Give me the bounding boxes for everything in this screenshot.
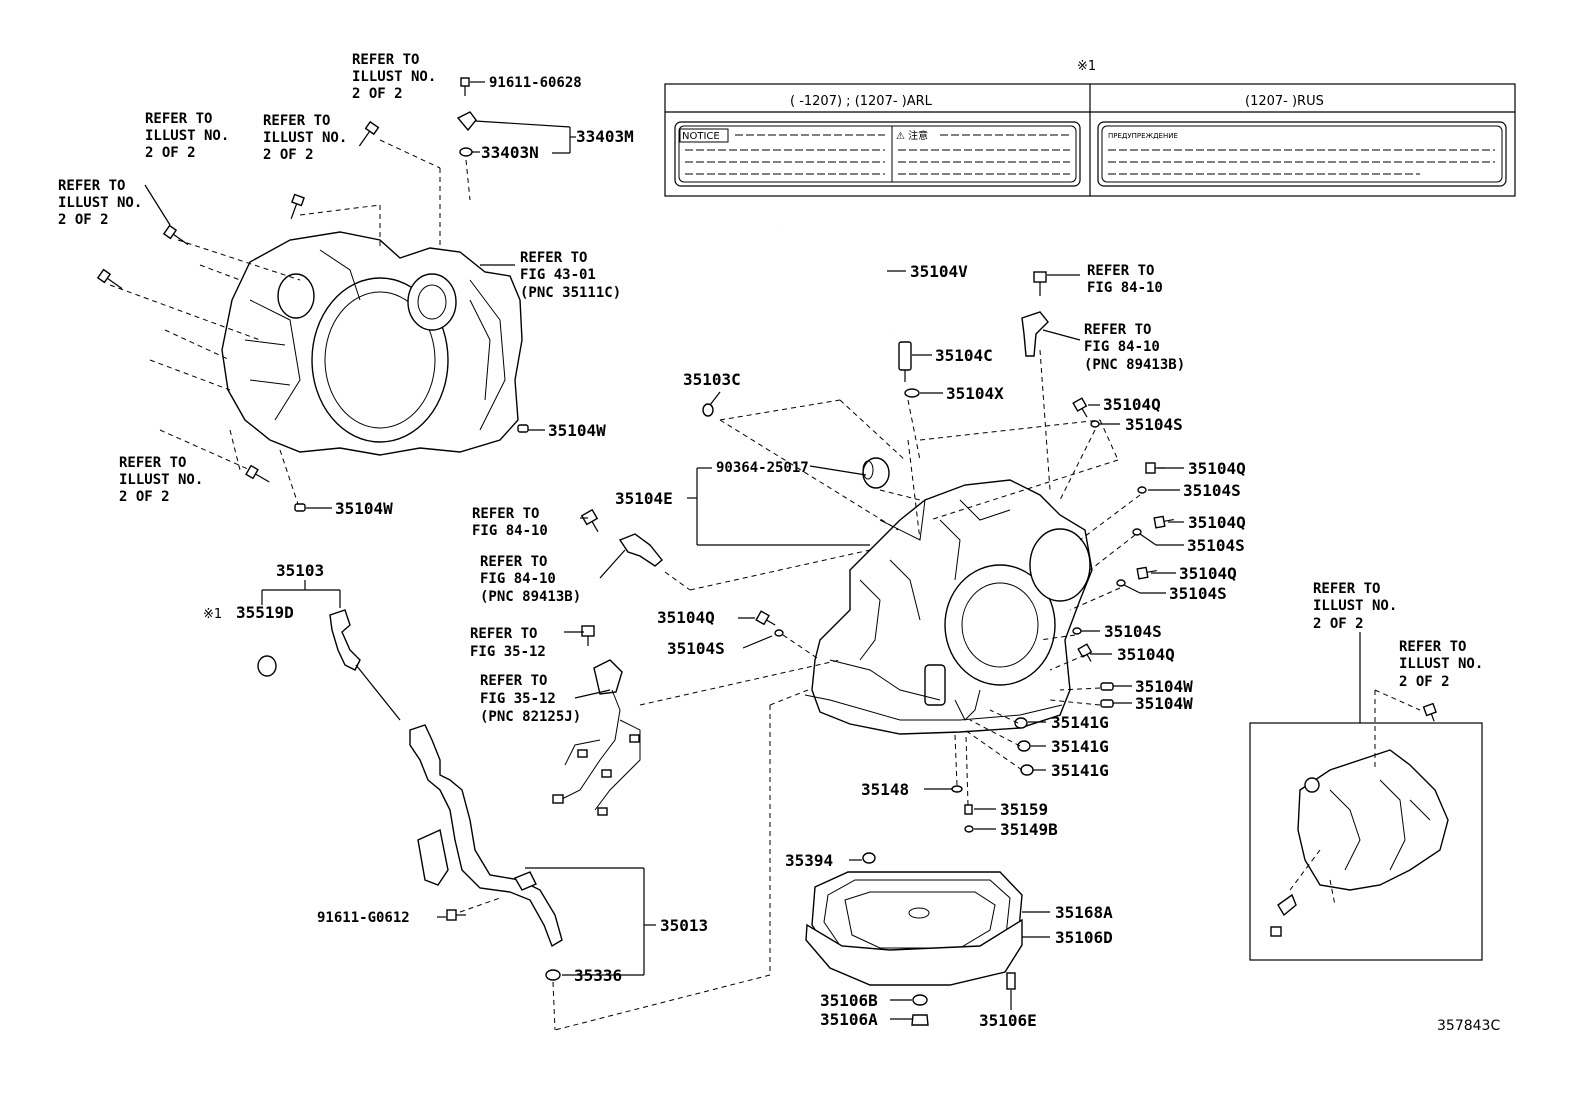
part-35104C: 35104C <box>935 346 993 365</box>
part-35104X: 35104X <box>946 384 1004 403</box>
part-35141G-1: 35141G <box>1051 713 1109 732</box>
part-35141G-2: 35141G <box>1051 737 1109 756</box>
part-number-labels: 91611-60628 33403M 33403N 35104W 35104W … <box>203 75 1500 1034</box>
part-35159: 35159 <box>1000 800 1048 819</box>
part-35104W-b: 35104W <box>335 499 393 518</box>
inset-box <box>1249 632 1483 961</box>
notice-label: NOTICE <box>682 131 720 142</box>
transaxle-case <box>804 479 1093 735</box>
part-33403N: 33403N <box>481 143 539 162</box>
part-35104W-a: 35104W <box>548 421 606 440</box>
part-35104S-5: 35104S <box>1104 622 1162 641</box>
table-note-mark: ※1 <box>1077 59 1096 74</box>
part-35106D: 35106D <box>1055 928 1113 947</box>
part-91611-60628: 91611-60628 <box>489 75 582 91</box>
part-33403M: 33403M <box>576 127 634 146</box>
russian-notice-label: ПРЕДУПРЕЖДЕНИЕ <box>1108 132 1178 140</box>
part-35104W-d: 35104W <box>1135 694 1193 713</box>
caution-label: ⚠ 注意 <box>896 129 928 142</box>
oil-pan <box>805 852 1023 1026</box>
part-35104Q-6: 35104Q <box>657 608 715 627</box>
table-col2-header: (1207- )RUS <box>1245 94 1324 109</box>
part-35104S-2: 35104S <box>1183 481 1241 500</box>
part-35104S-3: 35104S <box>1187 536 1245 555</box>
part-35148: 35148 <box>861 780 909 799</box>
part-35104S-6: 35104S <box>667 639 725 658</box>
part-35104V: 35104V <box>910 262 968 281</box>
converter-housing <box>221 231 523 456</box>
part-35394: 35394 <box>785 851 833 870</box>
drawing-number: 357843C <box>1437 1018 1500 1034</box>
table-col1-header: ( -1207) ; (1207- )ARL <box>790 94 933 109</box>
part-35104Q-1: 35104Q <box>1103 395 1161 414</box>
part-35106B: 35106B <box>820 991 878 1010</box>
solid-leaders <box>144 81 1184 1020</box>
part-35519D: 35519D <box>236 603 294 622</box>
part-35104S-1: 35104S <box>1125 415 1183 434</box>
part-35104E: 35104E <box>615 489 673 508</box>
part-35103: 35103 <box>276 561 324 580</box>
housing-leaders <box>109 139 471 505</box>
part-35104Q-5: 35104Q <box>1117 645 1175 664</box>
part-35013: 35013 <box>660 916 708 935</box>
part-35104W-c: 35104W <box>1135 677 1193 696</box>
speed-sensor <box>552 508 663 816</box>
notice-table: ※1 ( -1207) ; (1207- )ARL (1207- )RUS NO… <box>664 59 1516 197</box>
case-small-parts <box>702 227 1174 833</box>
part-35104S-4: 35104S <box>1169 584 1227 603</box>
part-91611-G0612: 91611-G0612 <box>317 910 410 926</box>
case-leaders <box>459 349 1141 1031</box>
part-35106E: 35106E <box>979 1011 1037 1030</box>
part-35104Q-4: 35104Q <box>1179 564 1237 583</box>
part-35149B: 35149B <box>1000 820 1058 839</box>
housing-bolts <box>96 77 529 512</box>
dipstick-assembly <box>257 609 563 981</box>
part-35104Q-2: 35104Q <box>1188 459 1246 478</box>
part-35141G-3: 35141G <box>1051 761 1109 780</box>
part-35104Q-3: 35104Q <box>1188 513 1246 532</box>
part-35103C: 35103C <box>683 370 741 389</box>
part-35168A: 35168A <box>1055 903 1113 922</box>
part-90364-25017: 90364-25017 <box>716 460 809 476</box>
part-35106A: 35106A <box>820 1010 878 1029</box>
part-35336: 35336 <box>574 966 622 985</box>
part-35519D-note-mark: ※1 <box>203 607 222 622</box>
